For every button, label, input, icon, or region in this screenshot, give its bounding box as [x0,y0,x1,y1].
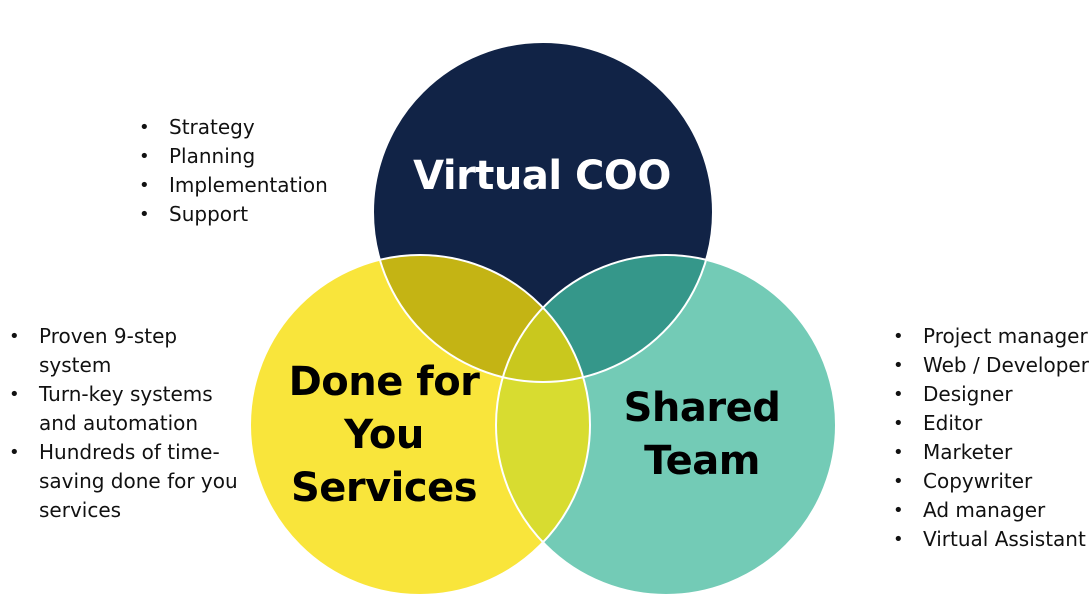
list-item: Web / Developer [893,351,1091,380]
list-item: Project manager [893,322,1091,351]
list-item: Designer [893,380,1091,409]
shared-team-title: Shared Team [586,382,818,488]
list-item: Marketer [893,438,1091,467]
list-item: Implementation [139,171,379,200]
list-item: Editor [893,409,1091,438]
list-item: Strategy [139,113,379,142]
overlap-coo-team [496,255,713,382]
virtual-coo-list: Strategy Planning Implementation Support [139,113,379,229]
done-for-you-title-line: Services [290,465,478,511]
list-item: Proven 9-step system [9,322,239,380]
shared-team-title-line: Team [644,438,760,484]
list-item: Planning [139,142,379,171]
shared-team-outline [495,254,837,596]
done-for-you-list: Proven 9-step system Turn-key systems an… [9,322,239,525]
list-item: Copywriter [893,467,1091,496]
done-for-you-outline [249,254,591,596]
done-for-you-title-line: Done for [288,359,480,405]
list-item: Support [139,200,379,229]
list-item: Turn-key systems and automation [9,380,239,438]
list-item: Virtual Assistant [893,525,1091,554]
done-for-you-title-line: You [344,412,424,458]
shared-team-list: Project manager Web / Developer Designer… [893,322,1091,554]
done-for-you-title: Done for You Services [268,356,500,515]
overlap-coo-dfy [373,255,590,382]
list-item: Ad manager [893,496,1091,525]
virtual-coo-title: Virtual COO [402,150,682,202]
shared-team-title-line: Shared [623,385,781,431]
list-item: Hundreds of time-saving done for you ser… [9,438,239,525]
virtual-coo-title-text: Virtual COO [413,153,671,199]
